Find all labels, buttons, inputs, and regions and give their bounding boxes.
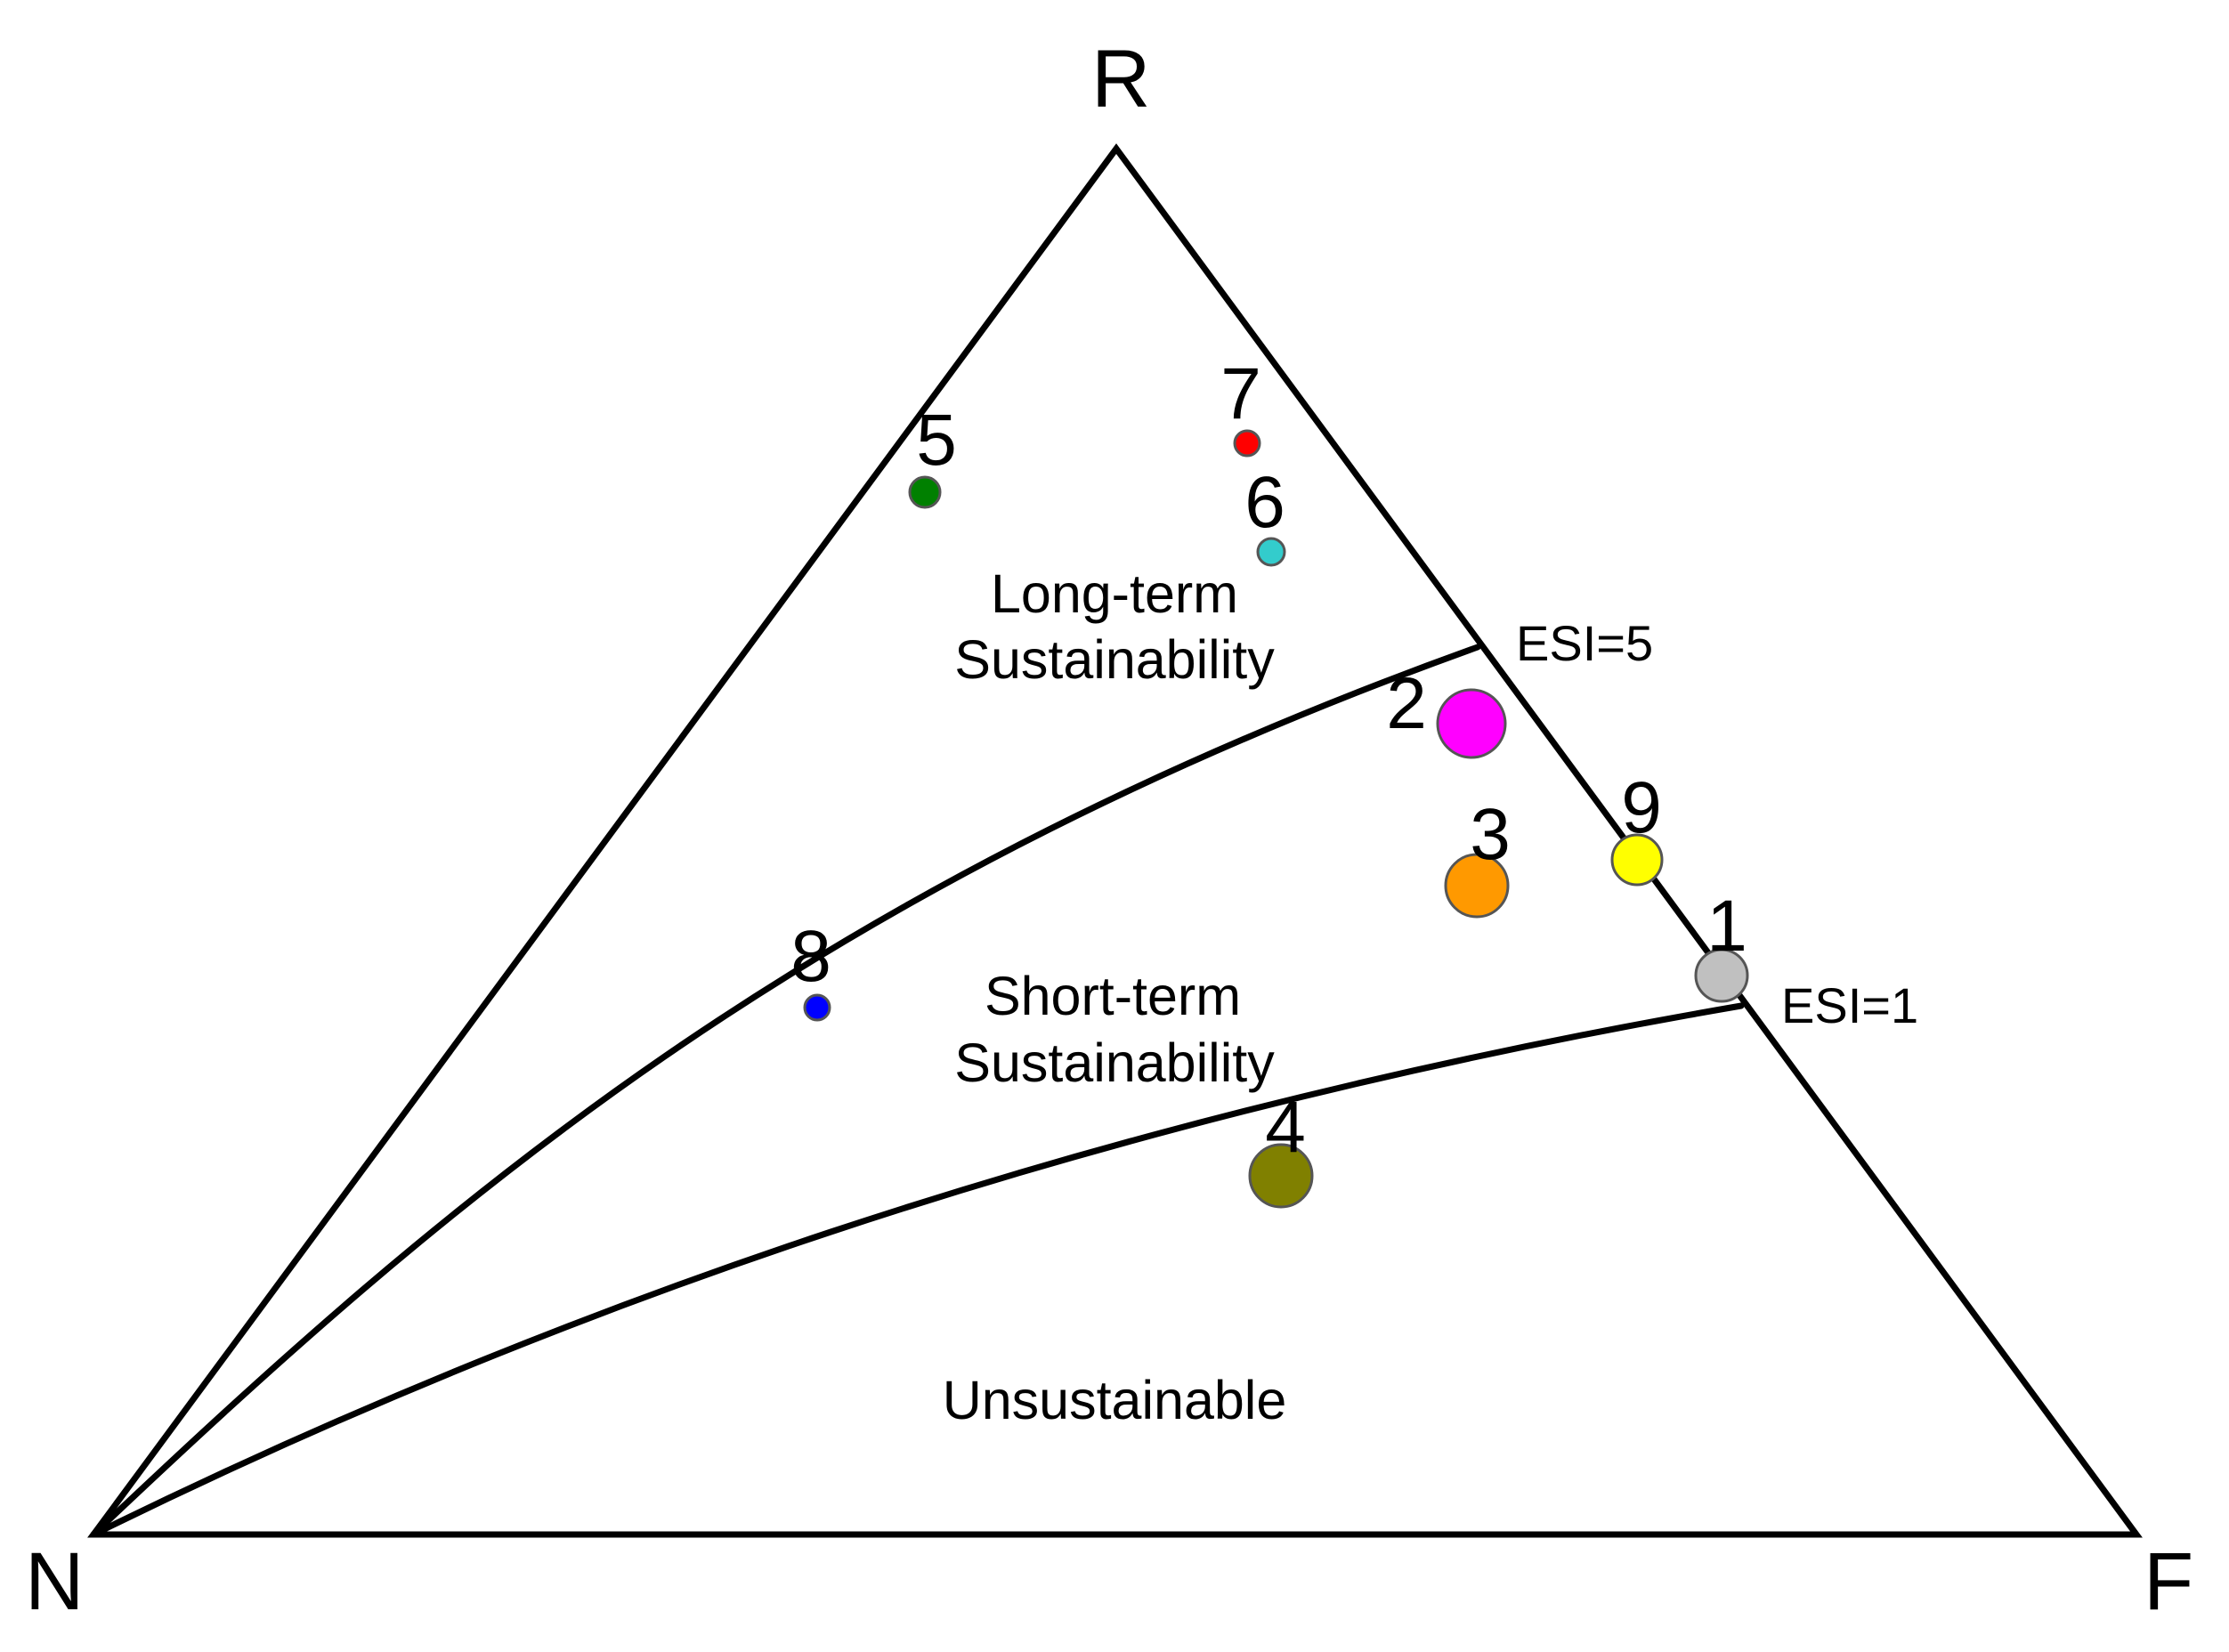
point-5-marker xyxy=(908,475,942,509)
point-9-label: 9 xyxy=(1621,767,1662,848)
point-7-marker xyxy=(1233,429,1261,458)
region-label-short-term-line2: Sustainability xyxy=(954,1032,1275,1093)
point-4-label: 4 xyxy=(1265,1087,1306,1168)
point-4-marker xyxy=(1248,1143,1314,1209)
vertex-label-top: R xyxy=(1091,34,1150,125)
vertex-label-right: F xyxy=(2144,1536,2193,1627)
vertex-label-left: N xyxy=(25,1536,84,1627)
point-6-label: 6 xyxy=(1244,462,1285,543)
point-8-marker xyxy=(803,993,831,1022)
point-3-label: 3 xyxy=(1470,794,1511,875)
point-3-marker xyxy=(1444,853,1510,919)
point-7-label: 7 xyxy=(1220,353,1261,434)
esi5-curve xyxy=(90,644,1481,1538)
point-9-marker xyxy=(1610,833,1664,887)
point-8-label: 8 xyxy=(790,916,831,997)
region-label-long-term-line2: Sustainability xyxy=(954,629,1275,690)
point-6-marker xyxy=(1256,537,1286,567)
region-label-long-term-line1: Long-term xyxy=(991,563,1238,624)
region-label-short-term-line1: Short-term xyxy=(985,966,1241,1026)
esi1-label: ESI=1 xyxy=(1781,977,1918,1033)
point-1-label: 1 xyxy=(1706,886,1747,967)
point-5-label: 5 xyxy=(916,400,957,481)
region-label-unsustainable: Unsustainable xyxy=(943,1370,1287,1430)
esi5-label: ESI=5 xyxy=(1516,615,1653,671)
point-1-marker xyxy=(1694,948,1749,1003)
esi1-curve xyxy=(90,1002,1745,1538)
data-points xyxy=(803,429,1749,1209)
triangle-outline xyxy=(87,143,2143,1538)
point-2-marker xyxy=(1436,688,1507,759)
point-2-label: 2 xyxy=(1386,663,1427,744)
